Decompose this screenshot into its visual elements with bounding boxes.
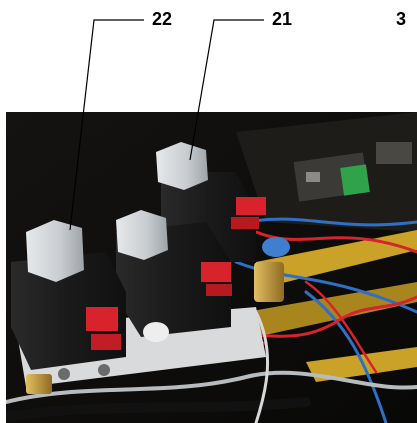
red-connector-21 (236, 197, 266, 215)
valve-cap-21 (156, 142, 208, 190)
callout-label-21: 21 (272, 9, 293, 29)
control-board (236, 112, 417, 232)
wiring (6, 217, 417, 423)
valve-cap-22 (26, 220, 84, 282)
green-terminal-block (340, 164, 370, 196)
red-connector-22 (86, 307, 118, 331)
callout-label-3: 3 (396, 9, 407, 29)
equipment-photo (6, 112, 417, 423)
valve-cap-middle (116, 210, 168, 260)
brass-fitting-left (26, 374, 52, 394)
brass-fitting (254, 262, 284, 302)
blue-capacitor (262, 237, 290, 257)
callout-label-22: 22 (152, 9, 173, 29)
solenoid-valve-22 (11, 220, 126, 370)
white-grommet (143, 322, 169, 342)
